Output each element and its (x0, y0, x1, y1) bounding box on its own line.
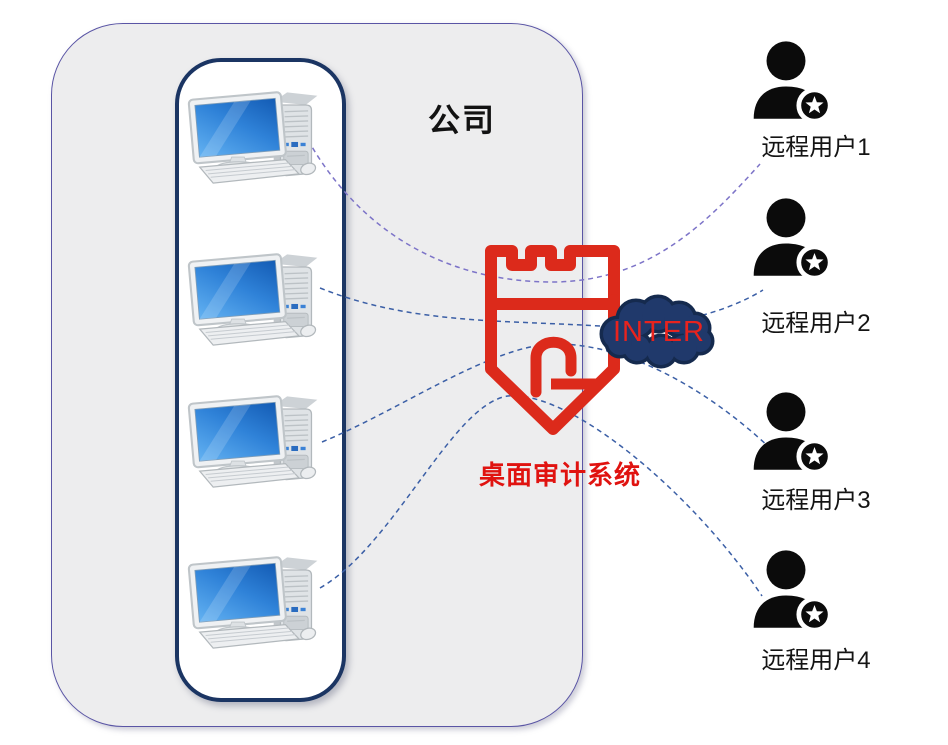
remote-user-label-4: 远程用户4 (761, 647, 871, 674)
audit-system-label: 桌面审计系统 (478, 460, 641, 490)
internet-cloud-label: INTER (613, 316, 705, 348)
workstation-icon-2 (187, 252, 319, 347)
connection-line-3 (321, 343, 771, 449)
remote-user-label-2: 远程用户2 (761, 310, 871, 337)
company-zone-label: 公司 (427, 102, 496, 138)
remote-user-icon-3 (754, 392, 830, 472)
remote-user-icon-1 (754, 41, 830, 121)
connection-line-1 (307, 139, 761, 283)
remote-user-label-1: 远程用户1 (761, 134, 871, 161)
remote-user-icon-2 (754, 198, 830, 278)
workstation-icon-1 (187, 90, 319, 185)
remote-user-label-3: 远程用户3 (761, 487, 871, 514)
connection-line-4 (319, 395, 763, 597)
cloud-icon (599, 294, 715, 369)
connection-line-2 (319, 287, 764, 328)
workstation-icon-3 (187, 394, 319, 489)
remote-user-icon-4 (754, 550, 830, 630)
workstation-icon-4 (187, 555, 319, 650)
